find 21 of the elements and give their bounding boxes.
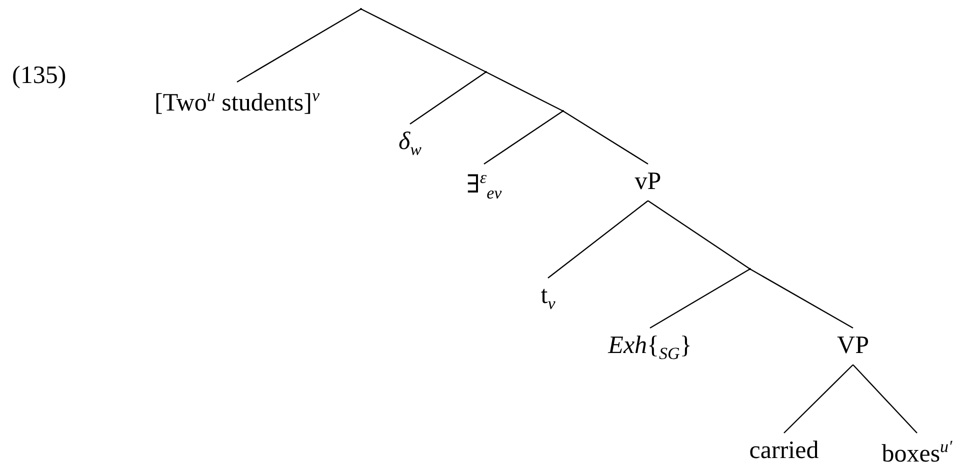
tree-branch-line xyxy=(648,200,750,270)
tree-node-label: [Two$^{u}$ students]$^{v}$ xyxy=(154,86,320,118)
tree-branch-line xyxy=(410,72,486,124)
tree-branch-line xyxy=(852,364,918,434)
tree-branch-line xyxy=(784,364,854,434)
tree-branch-line xyxy=(486,71,564,112)
tree-node-label: Exh{$_{SG}$} xyxy=(608,332,692,364)
tree-node-label: δ$_{w}$ xyxy=(398,128,422,160)
tree-node-label: boxes$^{u′}$ xyxy=(882,437,952,470)
tree-branch-line xyxy=(750,268,854,329)
tree-node-label: vP xyxy=(634,168,662,197)
tree-node-label: carried xyxy=(749,437,819,466)
example-number: (135) xyxy=(12,62,66,90)
tree-branch-line xyxy=(360,8,486,73)
tree-branch-line xyxy=(562,110,648,164)
tree-branch-line xyxy=(236,8,362,83)
tree-branch-line xyxy=(548,200,648,278)
tree-branch-line xyxy=(484,110,564,164)
tree-node-label: VP xyxy=(837,332,869,361)
tree-node-label: t$_{v}$ xyxy=(540,282,556,314)
tree-branch-line xyxy=(650,268,750,329)
